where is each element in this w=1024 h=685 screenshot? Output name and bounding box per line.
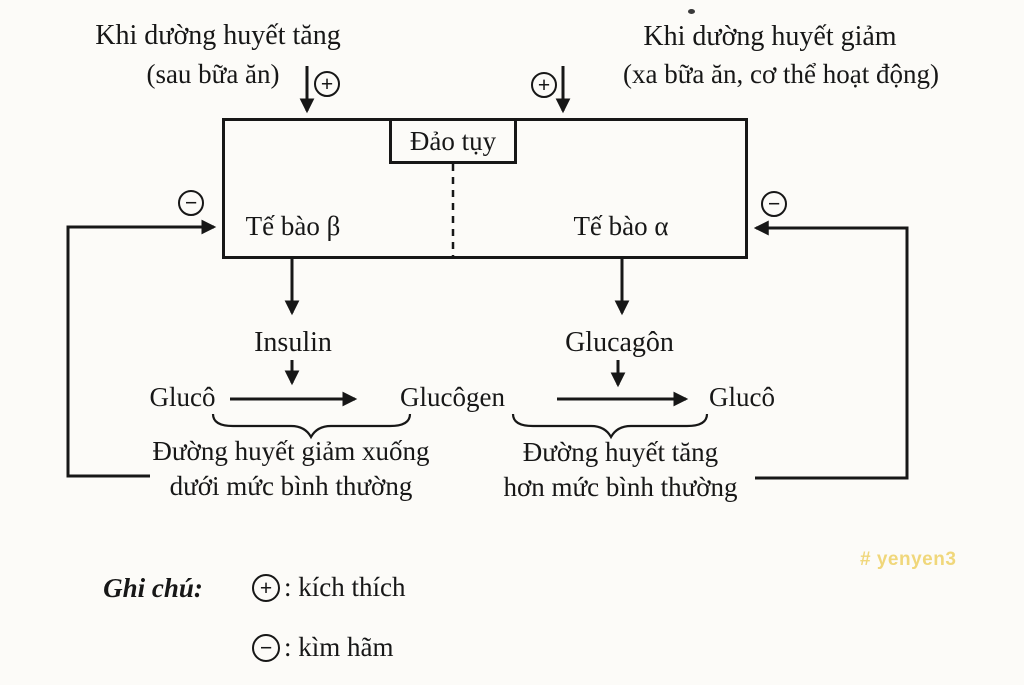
circled-plus-icon: + — [531, 72, 557, 98]
circled-plus-icon: + — [252, 573, 280, 602]
feedback-loop-left — [66, 219, 217, 478]
caption-blood-sugar-rise-line2: (sau bữa ăn) — [146, 59, 280, 89]
legend-stimulate-label: : kích thích — [284, 572, 406, 602]
circled-plus-icon: + — [314, 71, 340, 97]
glucogen-label: Glucôgen — [400, 382, 505, 412]
legend-stimulate-row: + : kích thích — [252, 572, 405, 603]
glucagon-label: Glucagôn — [565, 327, 674, 358]
result-left-line1: Đường huyết giảm xuống — [152, 436, 430, 466]
underbrace-right — [511, 413, 709, 440]
gluco-right-label: Glucô — [709, 382, 775, 412]
result-right-line2: hơn mức bình thường — [503, 472, 738, 502]
islet-title: Đảo tụy — [409, 125, 497, 156]
alpha-cell-label: Tế bào α — [573, 211, 669, 241]
ink-speck — [688, 9, 695, 14]
underbrace-left — [211, 413, 412, 440]
legend-inhibit-row: − : kìm hãm — [252, 632, 394, 663]
legend-inhibit-label: : kìm hãm — [284, 632, 394, 662]
watermark: # yenyen3 — [860, 549, 957, 570]
legend-title: Ghi chú: — [103, 573, 203, 603]
result-right-line1: Đường huyết tăng — [522, 437, 719, 467]
beta-cell-label: Tế bào β — [245, 211, 341, 241]
plus-glyph: + — [537, 72, 551, 97]
circled-minus-icon: − — [761, 191, 787, 217]
minus-glyph: − — [767, 191, 781, 216]
feedback-loop-right — [753, 220, 909, 480]
caption-blood-sugar-fall-line1: Khi dường huyết giảm — [643, 21, 897, 52]
islet-title-box: Đảo tụy — [389, 118, 517, 164]
caption-blood-sugar-rise-line1: Khi dường huyết tăng — [95, 20, 341, 51]
insulin-label: Insulin — [254, 327, 332, 358]
plus-glyph: + — [259, 574, 273, 600]
result-left-line2: dưới mức bình thường — [169, 471, 413, 501]
circled-minus-icon: − — [252, 633, 280, 662]
plus-glyph: + — [320, 71, 334, 96]
gluco-left-label: Glucô — [149, 382, 216, 412]
caption-blood-sugar-fall-line2: (xa bữa ăn, cơ thể hoạt động) — [622, 59, 940, 89]
minus-glyph: − — [259, 634, 273, 660]
minus-glyph: − — [184, 190, 198, 215]
circled-minus-icon: − — [178, 190, 204, 216]
